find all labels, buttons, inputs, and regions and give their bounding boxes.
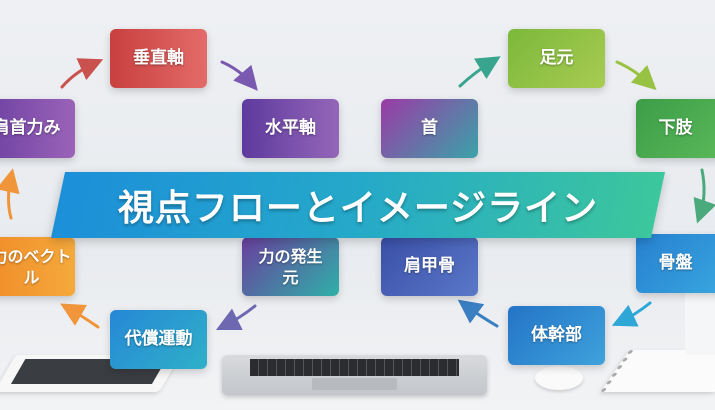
node-label: 水平軸 xyxy=(265,118,316,138)
node-label: 骨盤 xyxy=(658,253,693,273)
arrow-icon xyxy=(611,301,652,327)
node-label: 代償運動 xyxy=(124,329,193,349)
node-label: 力の発生元 xyxy=(258,246,323,287)
node-label: 足元 xyxy=(539,48,574,68)
arrow-icon xyxy=(215,304,257,331)
arrow-icon xyxy=(60,303,100,329)
laptop xyxy=(222,355,487,395)
node-label: 首 xyxy=(421,118,438,138)
node-force-origin: 力の発生元 xyxy=(242,237,339,296)
laptop-trackpad xyxy=(312,378,397,390)
node-label: 肩甲骨 xyxy=(404,256,455,276)
node-trunk: 体幹部 xyxy=(508,306,605,365)
arrow-icon xyxy=(0,168,20,220)
node-scapula: 肩甲骨 xyxy=(381,237,478,296)
page-title: 視点フローとイメージライン xyxy=(117,188,599,229)
node-feet: 足元 xyxy=(508,29,605,88)
laptop-keyboard xyxy=(250,359,459,376)
arrow-icon xyxy=(60,58,104,89)
node-lower-limb: 下肢 xyxy=(636,99,715,158)
node-label: 肩首力み xyxy=(0,118,61,138)
mouse xyxy=(535,366,583,390)
node-vertical-axis: 垂直軸 xyxy=(110,29,207,88)
node-neck-shoulder-tension: 肩首力み xyxy=(0,99,75,158)
arrow-icon xyxy=(458,56,501,88)
arrow-icon xyxy=(457,299,499,328)
node-pelvis: 骨盤 xyxy=(636,234,715,293)
node-compensation: 代償運動 xyxy=(110,310,207,369)
arrow-icon xyxy=(615,60,657,91)
node-label: 下肢 xyxy=(658,118,693,138)
node-force-vector: 力のベクトル xyxy=(0,237,75,296)
node-neck: 首 xyxy=(381,99,478,158)
node-horizontal-axis: 水平軸 xyxy=(242,99,339,158)
node-label: 力のベクトル xyxy=(0,246,72,287)
node-label: 垂直軸 xyxy=(133,48,184,68)
arrow-icon xyxy=(220,60,258,91)
arrow-icon xyxy=(693,168,715,224)
node-label: 体幹部 xyxy=(531,325,582,345)
